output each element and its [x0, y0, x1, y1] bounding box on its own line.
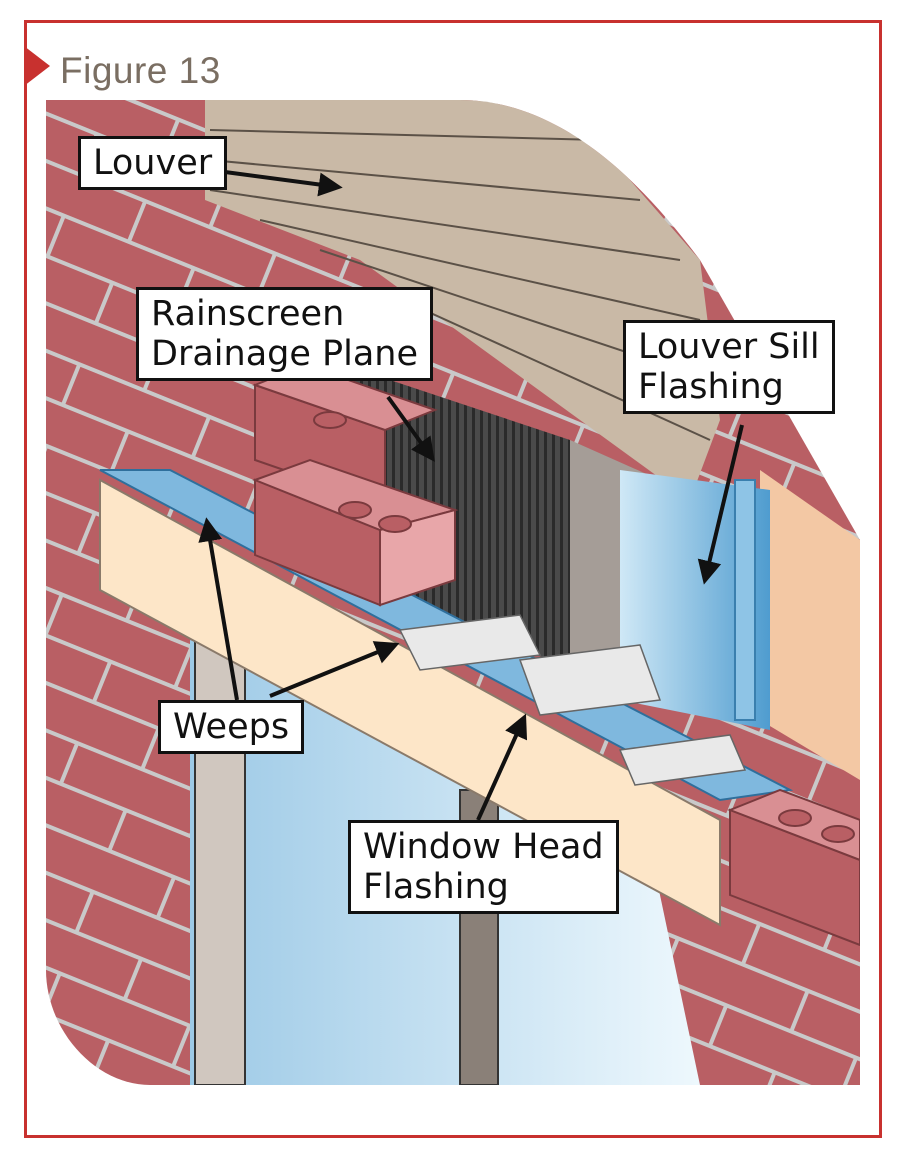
weeps — [398, 614, 747, 786]
louver — [205, 100, 720, 500]
callout-rainscreen-line1: Rainscreen — [151, 294, 345, 334]
callout-window-head: Window Head Flashing — [348, 820, 619, 914]
callout-louver-text: Louver — [93, 143, 213, 183]
figure-frame — [24, 20, 882, 1138]
callout-louver-sill-line2: Flashing — [638, 367, 784, 407]
callout-weeps: Weeps — [158, 700, 305, 754]
callout-window-head-line2: Flashing — [363, 867, 509, 907]
figure-marker-icon — [24, 46, 50, 86]
callout-louver-sill-line1: Louver Sill — [638, 327, 820, 367]
callout-rainscreen: Rainscreen Drainage Plane — [136, 287, 434, 381]
steel-lintel — [99, 478, 721, 927]
figure-title: Figure 13 — [60, 50, 221, 91]
callout-window-head-line1: Window Head — [363, 827, 604, 867]
callout-louver: Louver — [78, 136, 228, 190]
callout-arrows — [198, 170, 744, 821]
louver-sill-flashing — [620, 470, 770, 730]
brick-units — [252, 363, 860, 947]
callout-weeps-text: Weeps — [173, 707, 290, 747]
callout-louver-sill: Louver Sill Flashing — [623, 320, 835, 414]
sheathing-panel — [760, 470, 860, 780]
callout-rainscreen-line2: Drainage Plane — [151, 334, 419, 374]
